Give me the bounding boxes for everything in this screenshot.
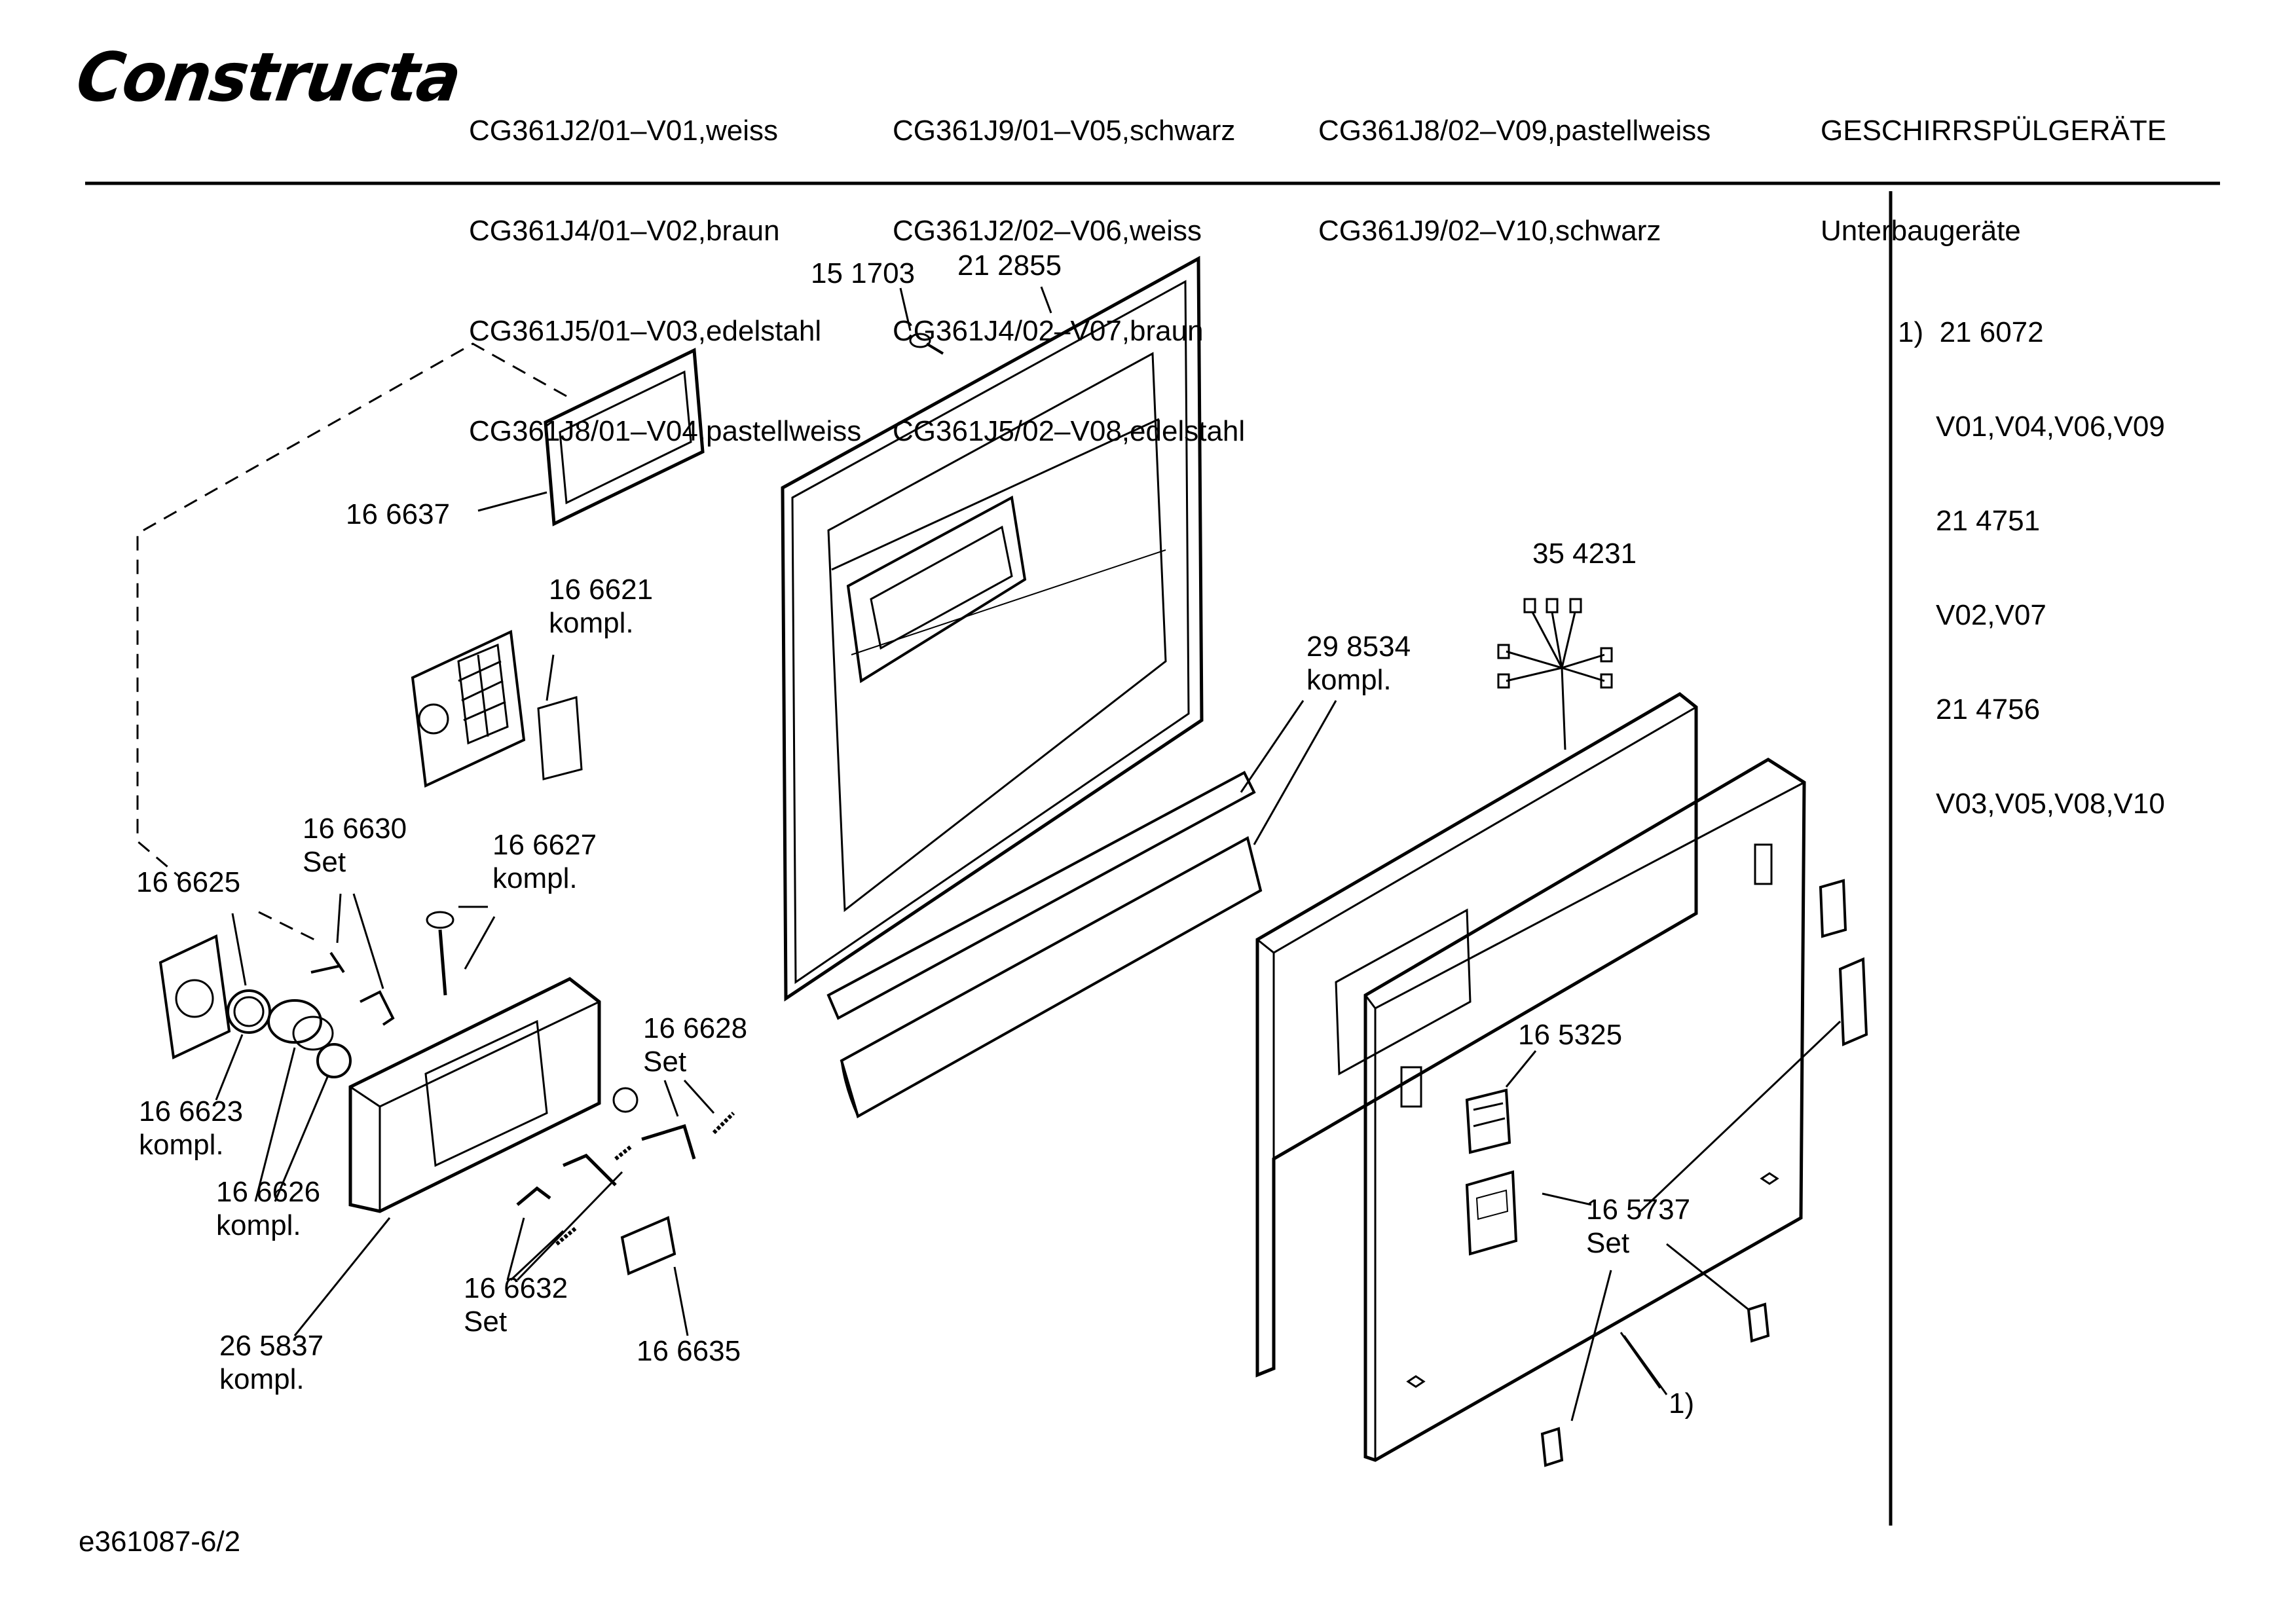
part-number: 16 6630 <box>303 813 407 845</box>
model-line: CG361J8/02–V09,pastellweiss <box>1318 115 1711 147</box>
model-line: CG361J4/01–V02,braun <box>469 215 780 247</box>
model-line: CG361J2/01–V01,weiss <box>469 115 779 147</box>
inner-door-panel-shape <box>781 255 1204 1002</box>
part-number: 16 6621 <box>549 574 654 606</box>
model-line: CG361J5/01–V03,edelstahl <box>469 315 822 347</box>
screw-shape <box>909 333 944 355</box>
model-line: CG361J8/01–V04,pastellweiss <box>469 415 862 447</box>
model-line: CG361J9/02–V10,schwarz <box>1318 215 1661 247</box>
part-label: 16 6635 <box>637 1335 741 1367</box>
latch-shape <box>1465 1088 1511 1154</box>
control-module-shape <box>348 977 601 1213</box>
part-label: 21 2855 <box>957 249 1062 282</box>
model-line: CG361J2/02–V06,weiss <box>893 215 1202 247</box>
hinge-bracket-shape <box>1465 879 1868 1467</box>
footnote-line: V03,V05,V08,V10 <box>1936 788 2165 820</box>
part-qualifier: kompl. <box>1306 664 1392 696</box>
part-qualifier: Set <box>643 1046 687 1078</box>
lever-spring-set-shape <box>612 1087 735 1160</box>
micro-switch-shape <box>620 1216 676 1275</box>
outer-door-back-shape <box>1255 691 1698 1378</box>
part-number: 26 5837 <box>219 1330 324 1362</box>
part-qualifier: kompl. <box>216 1209 301 1241</box>
bottom-strip-shape <box>826 771 1263 1118</box>
part-label: 15 1703 <box>811 257 916 289</box>
handle-grille-shape <box>411 630 583 788</box>
part-number: 16 6632 <box>464 1272 568 1304</box>
category-line: GESCHIRRSPÜLGERÄTE <box>1821 115 2167 147</box>
model-line: CG361J4/02–V07,braun <box>893 315 1204 347</box>
part-label: 35 4231 <box>1532 538 1637 570</box>
part-label: 1) <box>1669 1387 1695 1420</box>
part-label: 16 5325 <box>1518 1019 1623 1051</box>
part-number: 29 8534 <box>1306 631 1411 663</box>
part-qualifier: Set <box>464 1306 508 1338</box>
footnote-block: 1) 21 6072 V01,V04,V06,V09 21 4751 V02,V… <box>1898 254 2165 851</box>
part-qualifier: kompl. <box>492 862 578 894</box>
model-line: CG361J9/01–V05,schwarz <box>893 115 1236 147</box>
part-label: 16 6637 <box>346 498 451 530</box>
footnote-line: V02,V07 <box>1936 599 2046 631</box>
part-qualifier: kompl. <box>549 607 634 639</box>
spring-set-shape <box>310 951 395 1026</box>
footnote-line: 21 4756 <box>1936 693 2041 725</box>
model-column-3: CG361J8/02–V09,pastellweiss CG361J9/02–V… <box>1318 47 1711 281</box>
selector-knob-housing-shape <box>158 934 352 1078</box>
footnote-line: 21 4751 <box>1936 505 2041 537</box>
model-line: CG361J5/02–V08,edelstahl <box>893 415 1246 447</box>
part-qualifier: kompl. <box>139 1129 224 1161</box>
part-number: 16 6627 <box>492 829 597 861</box>
model-column-1: CG361J2/01–V01,weiss CG361J4/01–V02,brau… <box>469 47 861 481</box>
part-qualifier: kompl. <box>219 1363 305 1395</box>
outer-door-front-shape <box>1335 758 1806 1462</box>
footnote-line: 1) 21 6072 <box>1898 316 2044 348</box>
footnote-line: V01,V04,V06,V09 <box>1936 411 2165 443</box>
handle-frame-shape <box>544 348 705 526</box>
drawing-code: e361087-6/2 <box>79 1526 241 1558</box>
part-number: 16 6628 <box>643 1012 748 1044</box>
brand-logo: Constructa <box>71 39 465 117</box>
category-title: GESCHIRRSPÜLGERÄTE Unterbaugeräte <box>1821 47 2166 281</box>
category-line: Unterbaugeräte <box>1821 215 2021 247</box>
part-qualifier: Set <box>1586 1227 1630 1259</box>
contact-spring-set-shape <box>516 1144 633 1246</box>
part-number: 16 5737 <box>1586 1194 1691 1226</box>
cable-harness-shape <box>1497 598 1613 750</box>
dashed-assembly-outline <box>136 342 567 944</box>
model-column-2: CG361J9/01–V05,schwarz CG361J2/02–V06,we… <box>893 47 1245 481</box>
part-number: 16 6626 <box>216 1176 321 1208</box>
part-number: 16 6623 <box>139 1095 244 1127</box>
part-qualifier: Set <box>303 846 346 878</box>
push-rod-shape <box>426 911 454 996</box>
part-label: 16 6625 <box>136 866 241 898</box>
